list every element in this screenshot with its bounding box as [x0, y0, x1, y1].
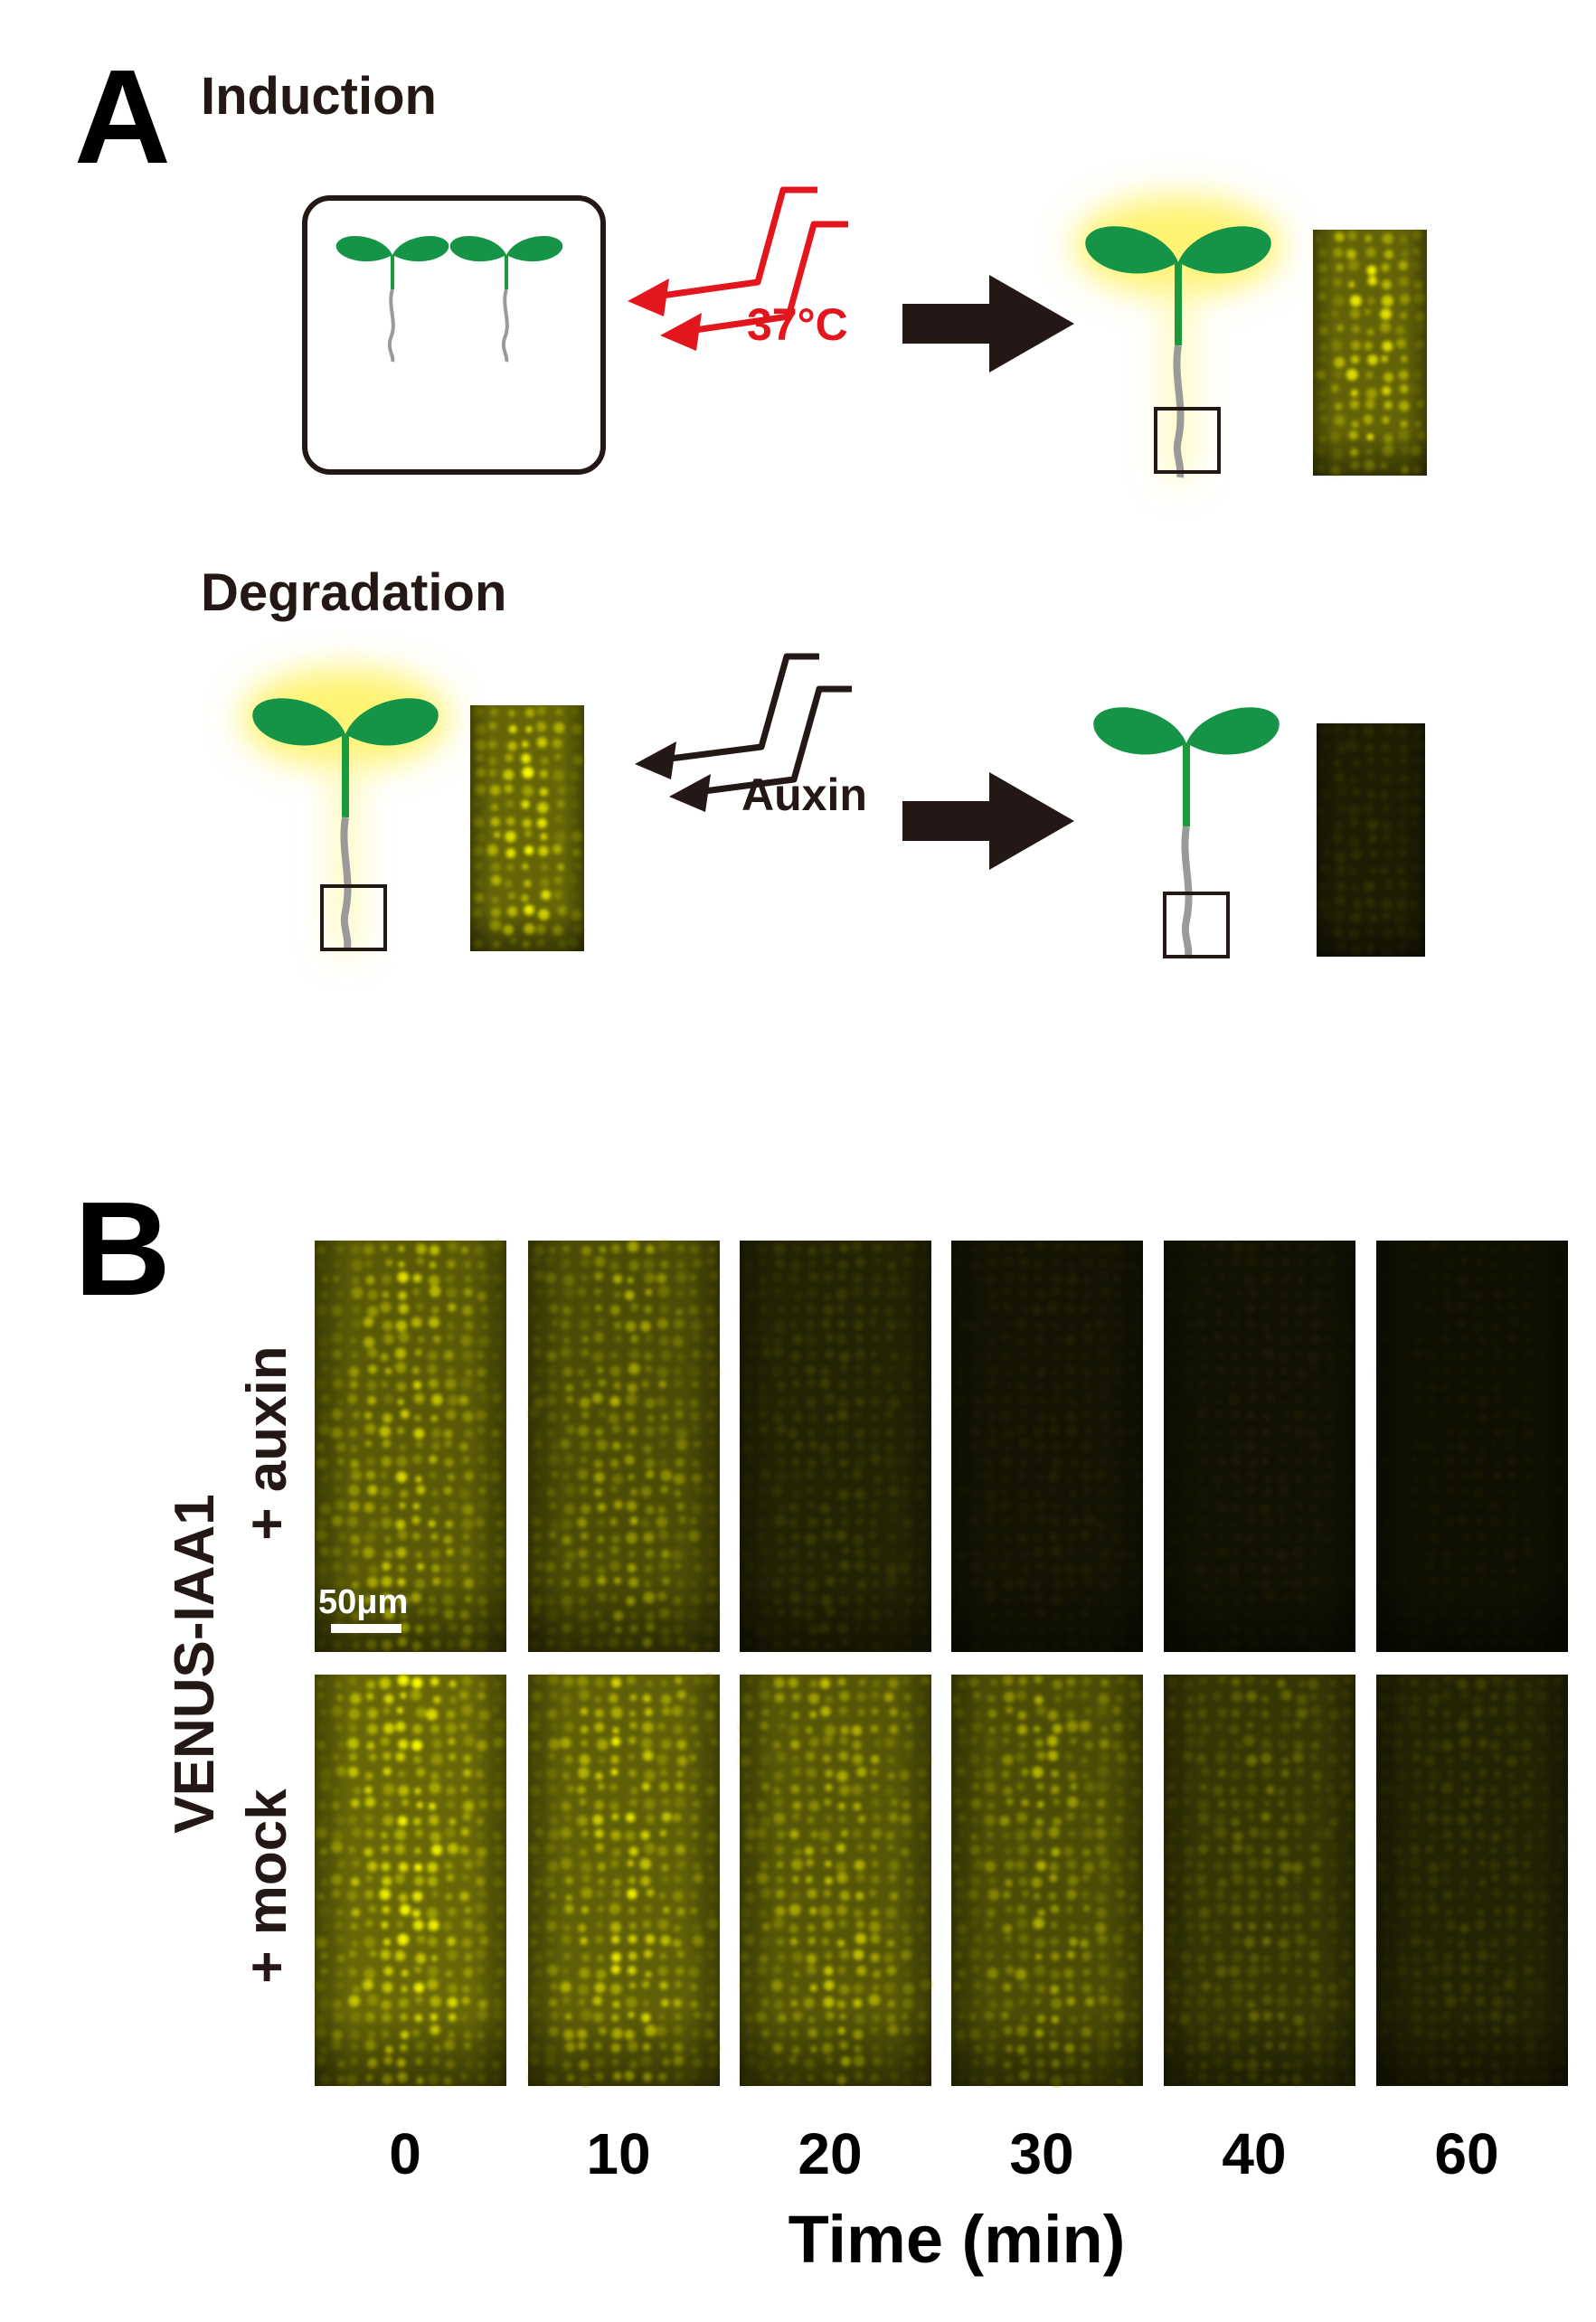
tile-mock-30min [951, 1675, 1143, 2087]
tile-mock-40min [1164, 1675, 1355, 2086]
tile-mock-0min [315, 1675, 506, 2086]
tile-auxin-30min [950, 1241, 1143, 1652]
tile-mock-60min [1376, 1675, 1568, 2086]
degradation-label: Degradation [201, 563, 506, 622]
degraded-root-tip-box [1163, 892, 1230, 958]
time-tick-0: 0 [389, 2121, 421, 2186]
induced-root-image [1313, 230, 1427, 476]
heat-arrow-heads [628, 278, 702, 351]
panel-b-letter: B [74, 1175, 171, 1324]
auxin-arrows [648, 653, 852, 798]
row-label-auxin: + auxin [236, 1345, 298, 1540]
start-root-image [470, 705, 584, 951]
heat-shock-arrows [641, 186, 848, 336]
time-tick-20: 20 [798, 2121, 862, 2186]
start-seedling [252, 698, 438, 949]
tile-mock-20min [739, 1675, 932, 2086]
tile-auxin-40min [1163, 1241, 1355, 1652]
time-tick-labels: 0 10 20 30 40 60 [389, 2121, 1498, 2186]
auxin-arrow-heads [635, 741, 711, 812]
construct-label: VENUS-IAA1 [164, 1494, 226, 1834]
induction-label: Induction [201, 67, 437, 126]
degraded-seedling [1093, 707, 1279, 958]
root-tip-box [1154, 407, 1221, 474]
time-tick-60: 60 [1434, 2121, 1498, 2186]
microscopy-grid [315, 1240, 1568, 2087]
time-tick-10: 10 [586, 2121, 650, 2186]
scale-bar [331, 1624, 401, 1633]
time-tick-30: 30 [1009, 2121, 1073, 2186]
row-label-mock: + mock [236, 1789, 298, 1984]
seedling-small-1 [334, 233, 451, 363]
degradation-arrow [902, 772, 1074, 870]
tile-auxin-60min [1376, 1240, 1568, 1652]
tile-mock-10min [527, 1674, 720, 2087]
time-tick-40: 40 [1222, 2121, 1286, 2186]
tile-auxin-10min [528, 1240, 721, 1652]
panel-a-letter: A [74, 42, 171, 192]
time-axis-label: Time (min) [789, 2202, 1126, 2277]
seedling-small-2 [448, 233, 565, 363]
start-root-tip-box [320, 884, 387, 951]
tile-auxin-20min [739, 1241, 931, 1652]
culture-plate [302, 195, 606, 475]
tile-auxin-0min [315, 1240, 506, 1652]
induced-seedling [1085, 226, 1270, 477]
heat-label: 37°C [747, 299, 848, 350]
induction-arrow [902, 275, 1074, 373]
scale-bar-label: 50μm [318, 1583, 408, 1621]
degraded-root-image [1317, 723, 1425, 958]
auxin-label: Auxin [741, 769, 867, 820]
